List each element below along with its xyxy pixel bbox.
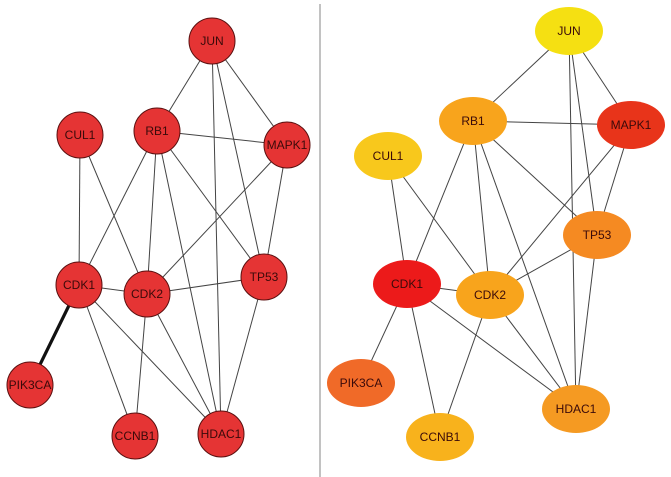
left-node-label-tp53: TP53	[250, 270, 279, 284]
right-node-label-jun: JUN	[557, 24, 580, 38]
left-node-label-hdac1: HDAC1	[201, 427, 242, 441]
left-node-shape-hdac1	[197, 410, 245, 458]
right-node-shape-hdac1	[542, 385, 610, 433]
right-node-ccnb1: CCNB1	[406, 413, 474, 461]
right-edge-cdk2-ccnb1	[439, 294, 491, 438]
left-edge-rb1-cdk2	[146, 130, 158, 295]
left-edge-cdk1-ccnb1	[78, 284, 136, 437]
left-node-shape-mapk1	[263, 121, 311, 169]
left-node-shape-cdk2	[123, 270, 171, 318]
right-node-hdac1: HDAC1	[542, 385, 610, 433]
left-node-cdk1: CDK1	[55, 261, 103, 309]
left-node-label-cul1: CUL1	[65, 128, 96, 142]
right-edge-cul1-cdk2	[387, 155, 491, 296]
left-edge-rb1-hdac1	[156, 130, 222, 435]
right-node-tp53: TP53	[563, 211, 631, 259]
right-node-cdk2: CDK2	[456, 271, 524, 319]
left-edge-cdk1-hdac1	[78, 284, 222, 435]
right-node-pik3ca: PIK3CA	[327, 359, 395, 407]
right-node-label-pik3ca: PIK3CA	[340, 376, 383, 390]
left-node-hdac1: HDAC1	[197, 410, 245, 458]
left-node-jun: JUN	[188, 17, 236, 65]
right-edge-jun-tp53	[568, 30, 598, 236]
right-node-label-hdac1: HDAC1	[556, 402, 597, 416]
right-node-shape-mapk1	[597, 101, 665, 149]
left-node-tp53: TP53	[240, 253, 288, 301]
right-node-shape-rb1	[439, 97, 507, 145]
left-node-shape-pik3ca	[6, 361, 54, 409]
right-node-shape-jun	[535, 7, 603, 55]
right-node-label-rb1: RB1	[461, 114, 485, 128]
right-edge-rb1-cdk2	[472, 120, 491, 296]
right-node-label-tp53: TP53	[583, 228, 612, 242]
left-network-edges	[28, 40, 288, 437]
left-node-mapk1: MAPK1	[263, 121, 311, 169]
right-node-label-cul1: CUL1	[373, 149, 404, 163]
right-node-label-ccnb1: CCNB1	[420, 430, 461, 444]
left-edge-jun-hdac1	[211, 40, 222, 435]
right-node-label-cdk2: CDK2	[474, 288, 506, 302]
left-edge-jun-tp53	[211, 40, 265, 278]
left-node-shape-ccnb1	[111, 412, 159, 460]
right-node-mapk1: MAPK1	[597, 101, 665, 149]
right-edge-tp53-hdac1	[575, 234, 598, 410]
right-node-shape-tp53	[563, 211, 631, 259]
right-node-cdk1: CDK1	[373, 260, 441, 308]
left-edge-rb1-tp53	[156, 130, 265, 278]
left-edge-rb1-cdk1	[78, 130, 158, 286]
left-node-label-cdk1: CDK1	[63, 278, 95, 292]
left-node-ccnb1: CCNB1	[111, 412, 159, 460]
left-edge-cdk2-ccnb1	[134, 293, 148, 437]
right-node-jun: JUN	[535, 7, 603, 55]
left-node-shape-cul1	[56, 111, 104, 159]
left-node-label-pik3ca: PIK3CA	[9, 378, 52, 392]
right-node-shape-cdk2	[456, 271, 524, 319]
right-node-rb1: RB1	[439, 97, 507, 145]
right-edge-cdk1-ccnb1	[406, 283, 441, 438]
left-edge-cdk2-hdac1	[146, 293, 222, 435]
left-edge-mapk1-cdk2	[146, 144, 288, 295]
right-edge-mapk1-cdk2	[489, 124, 632, 296]
left-node-shape-rb1	[133, 107, 181, 155]
left-node-shape-cdk1	[55, 261, 103, 309]
right-node-shape-ccnb1	[406, 413, 474, 461]
right-node-cul1: CUL1	[354, 132, 422, 180]
left-node-pik3ca: PIK3CA	[6, 361, 54, 409]
left-node-shape-tp53	[240, 253, 288, 301]
right-node-label-cdk1: CDK1	[391, 277, 423, 291]
right-node-shape-cul1	[354, 132, 422, 180]
left-node-label-ccnb1: CCNB1	[115, 429, 156, 443]
left-node-rb1: RB1	[133, 107, 181, 155]
right-node-shape-cdk1	[373, 260, 441, 308]
left-node-label-mapk1: MAPK1	[267, 138, 308, 152]
left-node-shape-jun	[188, 17, 236, 65]
left-edge-tp53-hdac1	[220, 276, 265, 435]
left-node-label-jun: JUN	[200, 34, 223, 48]
left-edge-cul1-cdk1	[78, 134, 81, 286]
left-edge-cul1-cdk2	[79, 134, 148, 295]
left-node-label-rb1: RB1	[145, 124, 169, 138]
left-node-cul1: CUL1	[56, 111, 104, 159]
right-edge-rb1-hdac1	[472, 120, 577, 410]
right-edge-rb1-cdk1	[406, 120, 474, 285]
left-node-label-cdk2: CDK2	[131, 287, 163, 301]
left-node-cdk2: CDK2	[123, 270, 171, 318]
right-node-label-mapk1: MAPK1	[611, 118, 652, 132]
right-node-shape-pik3ca	[327, 359, 395, 407]
right-edge-cdk1-hdac1	[406, 283, 577, 410]
